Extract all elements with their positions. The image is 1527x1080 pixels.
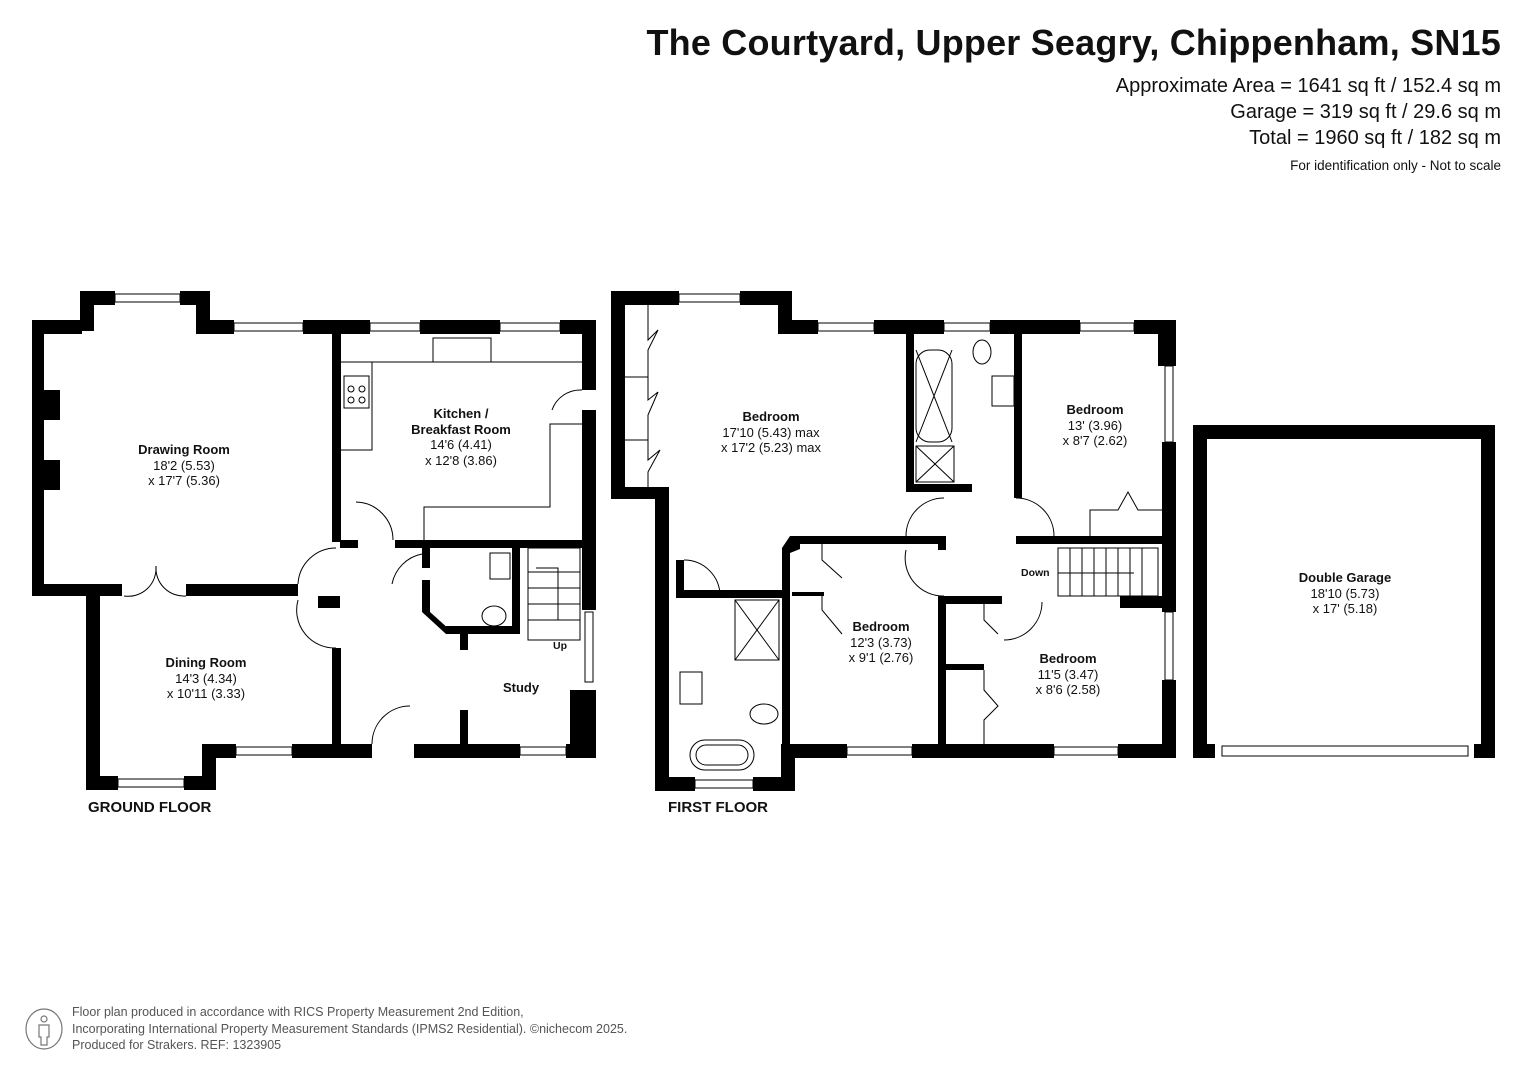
room-dimension: 18'10 (5.73) bbox=[1310, 585, 1380, 601]
room-dimension: x 17'7 (5.36) bbox=[148, 473, 220, 488]
room-dimension: 14'6 (4.41) bbox=[430, 437, 492, 452]
room-name: Bedroom bbox=[852, 619, 910, 634]
room-name: Bedroom bbox=[1066, 402, 1124, 417]
room-dimension: 13' (3.96) bbox=[1067, 417, 1123, 433]
room-dimension: x 9'1 (2.76) bbox=[848, 650, 914, 665]
room-name: Bedroom bbox=[742, 409, 800, 424]
garage-area: Garage = 319 sq ft / 29.6 sq m bbox=[1230, 101, 1501, 123]
room-name: Double Garage bbox=[1298, 570, 1392, 585]
room-dimension: 12'3 (3.73) bbox=[850, 634, 912, 650]
room-double-garage: Double Garage 18'10 (5.73) x 17' (5.18) bbox=[1299, 570, 1391, 617]
room-name: Breakfast Room bbox=[411, 421, 511, 437]
ground-floor-fixtures bbox=[123, 337, 583, 745]
room-dining-room: Dining Room 14'3 (4.34) x 10'11 (3.33) bbox=[166, 655, 247, 702]
room-name: Study bbox=[502, 680, 540, 695]
room-name: Drawing Room bbox=[138, 442, 230, 457]
room-dimension: x 8'6 (2.58) bbox=[1035, 682, 1101, 697]
total-area: Total = 1960 sq ft / 182 sq m bbox=[1249, 127, 1501, 149]
room-bedroom-3: Bedroom 12'3 (3.73) x 9'1 (2.76) bbox=[849, 619, 914, 666]
room-dimension: x 8'7 (2.62) bbox=[1062, 433, 1128, 448]
footer-line: Incorporating International Property Mea… bbox=[72, 1021, 628, 1036]
page-title: The Courtyard, Upper Seagry, Chippenham,… bbox=[646, 22, 1501, 63]
room-dimension: 14'3 (4.34) bbox=[175, 670, 237, 686]
stairs-up-label: Up bbox=[553, 640, 567, 652]
first-floor-fixtures bbox=[625, 305, 1162, 771]
ground-floor-windows bbox=[114, 293, 1469, 788]
scale-disclaimer: For identification only - Not to scale bbox=[1290, 158, 1501, 173]
room-name: Bedroom bbox=[1039, 651, 1097, 666]
approximate-area: Approximate Area = 1641 sq ft / 152.4 sq… bbox=[1115, 75, 1501, 97]
room-dimension: 18'2 (5.53) bbox=[153, 457, 215, 473]
room-dimension: x 10'11 (3.33) bbox=[166, 686, 246, 701]
ground-floor-walls bbox=[32, 291, 1495, 790]
stairs-down-label: Down bbox=[1021, 567, 1050, 579]
room-kitchen-breakfast: Kitchen / Breakfast Room 14'6 (4.41) x 1… bbox=[411, 406, 511, 468]
footer-credits: Floor plan produced in accordance with R… bbox=[72, 1004, 627, 1054]
first-floor-label: FIRST FLOOR bbox=[668, 799, 768, 816]
room-name: Dining Room bbox=[165, 655, 247, 670]
ground-floor-label: GROUND FLOOR bbox=[88, 799, 212, 816]
room-study: Study bbox=[503, 680, 539, 696]
room-bedroom-2: Bedroom 13' (3.96) x 8'7 (2.62) bbox=[1063, 402, 1128, 449]
first-floor-windows bbox=[678, 293, 1174, 789]
room-dimension: 11'5 (3.47) bbox=[1037, 666, 1099, 682]
room-dimension: x 17'2 (5.23) max bbox=[720, 440, 822, 455]
room-dimension: x 17' (5.18) bbox=[1312, 601, 1378, 616]
room-dimension: x 12'8 (3.86) bbox=[425, 452, 497, 468]
person-info-icon bbox=[25, 1008, 63, 1050]
footer-line: Produced for Strakers. REF: 1323905 bbox=[72, 1038, 282, 1052]
first-floor-walls bbox=[611, 291, 1176, 791]
room-master-bedroom: Bedroom 17'10 (5.43) max x 17'2 (5.23) m… bbox=[721, 409, 821, 456]
room-bedroom-4: Bedroom 11'5 (3.47) x 8'6 (2.58) bbox=[1036, 651, 1101, 698]
room-drawing-room: Drawing Room 18'2 (5.53) x 17'7 (5.36) bbox=[138, 442, 230, 489]
room-dimension: 17'10 (5.43) max bbox=[722, 424, 820, 440]
footer-line: Floor plan produced in accordance with R… bbox=[72, 1005, 524, 1019]
room-name: Kitchen / bbox=[433, 406, 489, 421]
